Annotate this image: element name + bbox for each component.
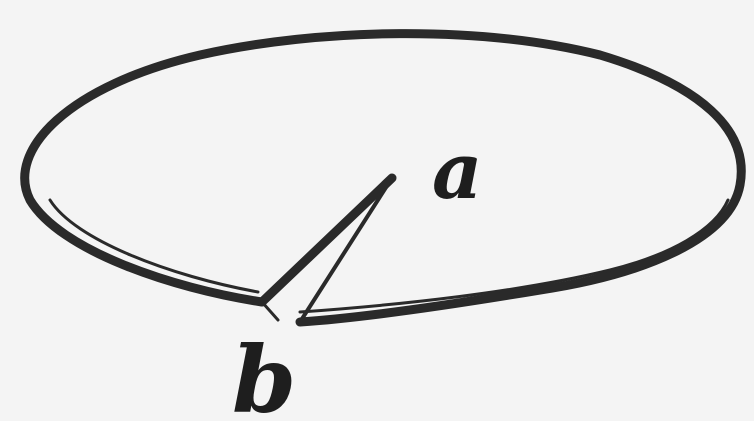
wedge-right-edge: [298, 176, 394, 324]
wedge-tip: [260, 300, 280, 322]
label-b: b: [232, 326, 296, 421]
loop-inner-line-right: [298, 198, 730, 314]
wedge-left-edge: [257, 173, 397, 307]
loop-inner-line: [48, 198, 260, 294]
loop-curve: [20, 29, 746, 327]
label-a: a: [432, 126, 483, 217]
